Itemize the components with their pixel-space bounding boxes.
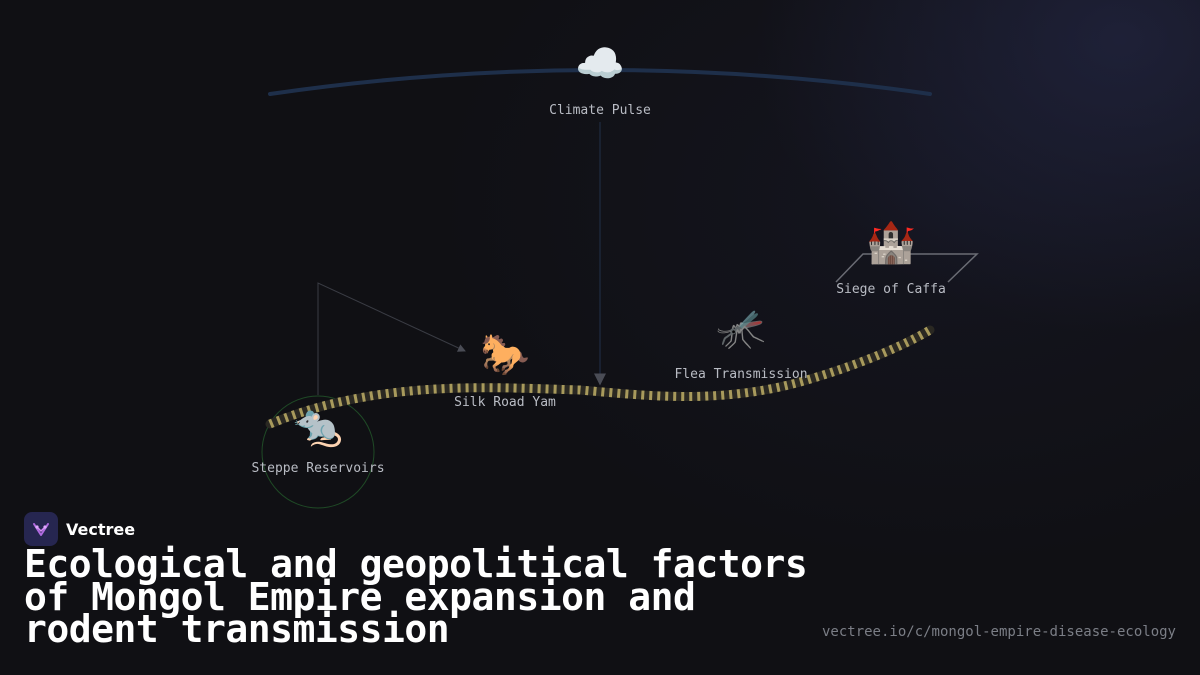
silk-road-yam-label: Silk Road Yam [454, 395, 556, 410]
brand: Vectree [24, 512, 135, 546]
climate-arc [268, 68, 932, 96]
climate-pulse-label: Climate Pulse [549, 103, 651, 118]
cloud-icon: ☁️ [575, 41, 625, 87]
siege-of-caffa-label: Siege of Caffa [836, 282, 946, 297]
mosquito-icon: 🦟 [716, 306, 766, 352]
steppe-reservoir-circle [261, 395, 375, 509]
source-url[interactable]: vectree.io/c/mongol-empire-disease-ecolo… [821, 624, 1176, 640]
vectree-logo-icon [24, 512, 58, 546]
brand-name: Vectree [66, 519, 136, 539]
steppe-yam-connector [317, 282, 466, 395]
castle-icon: 🏰 [866, 220, 916, 266]
flea-transmission-label: Flea Transmission [674, 367, 807, 382]
caffa-platform [835, 253, 979, 283]
steppe-reservoirs-label: Steppe Reservoirs [251, 461, 384, 476]
rat-icon: 🐀 [293, 403, 343, 449]
page-title: Ecological and geopolitical factors of M… [24, 542, 808, 651]
horse-icon: 🐎 [480, 332, 530, 378]
silk-road-route-ties [268, 326, 933, 429]
